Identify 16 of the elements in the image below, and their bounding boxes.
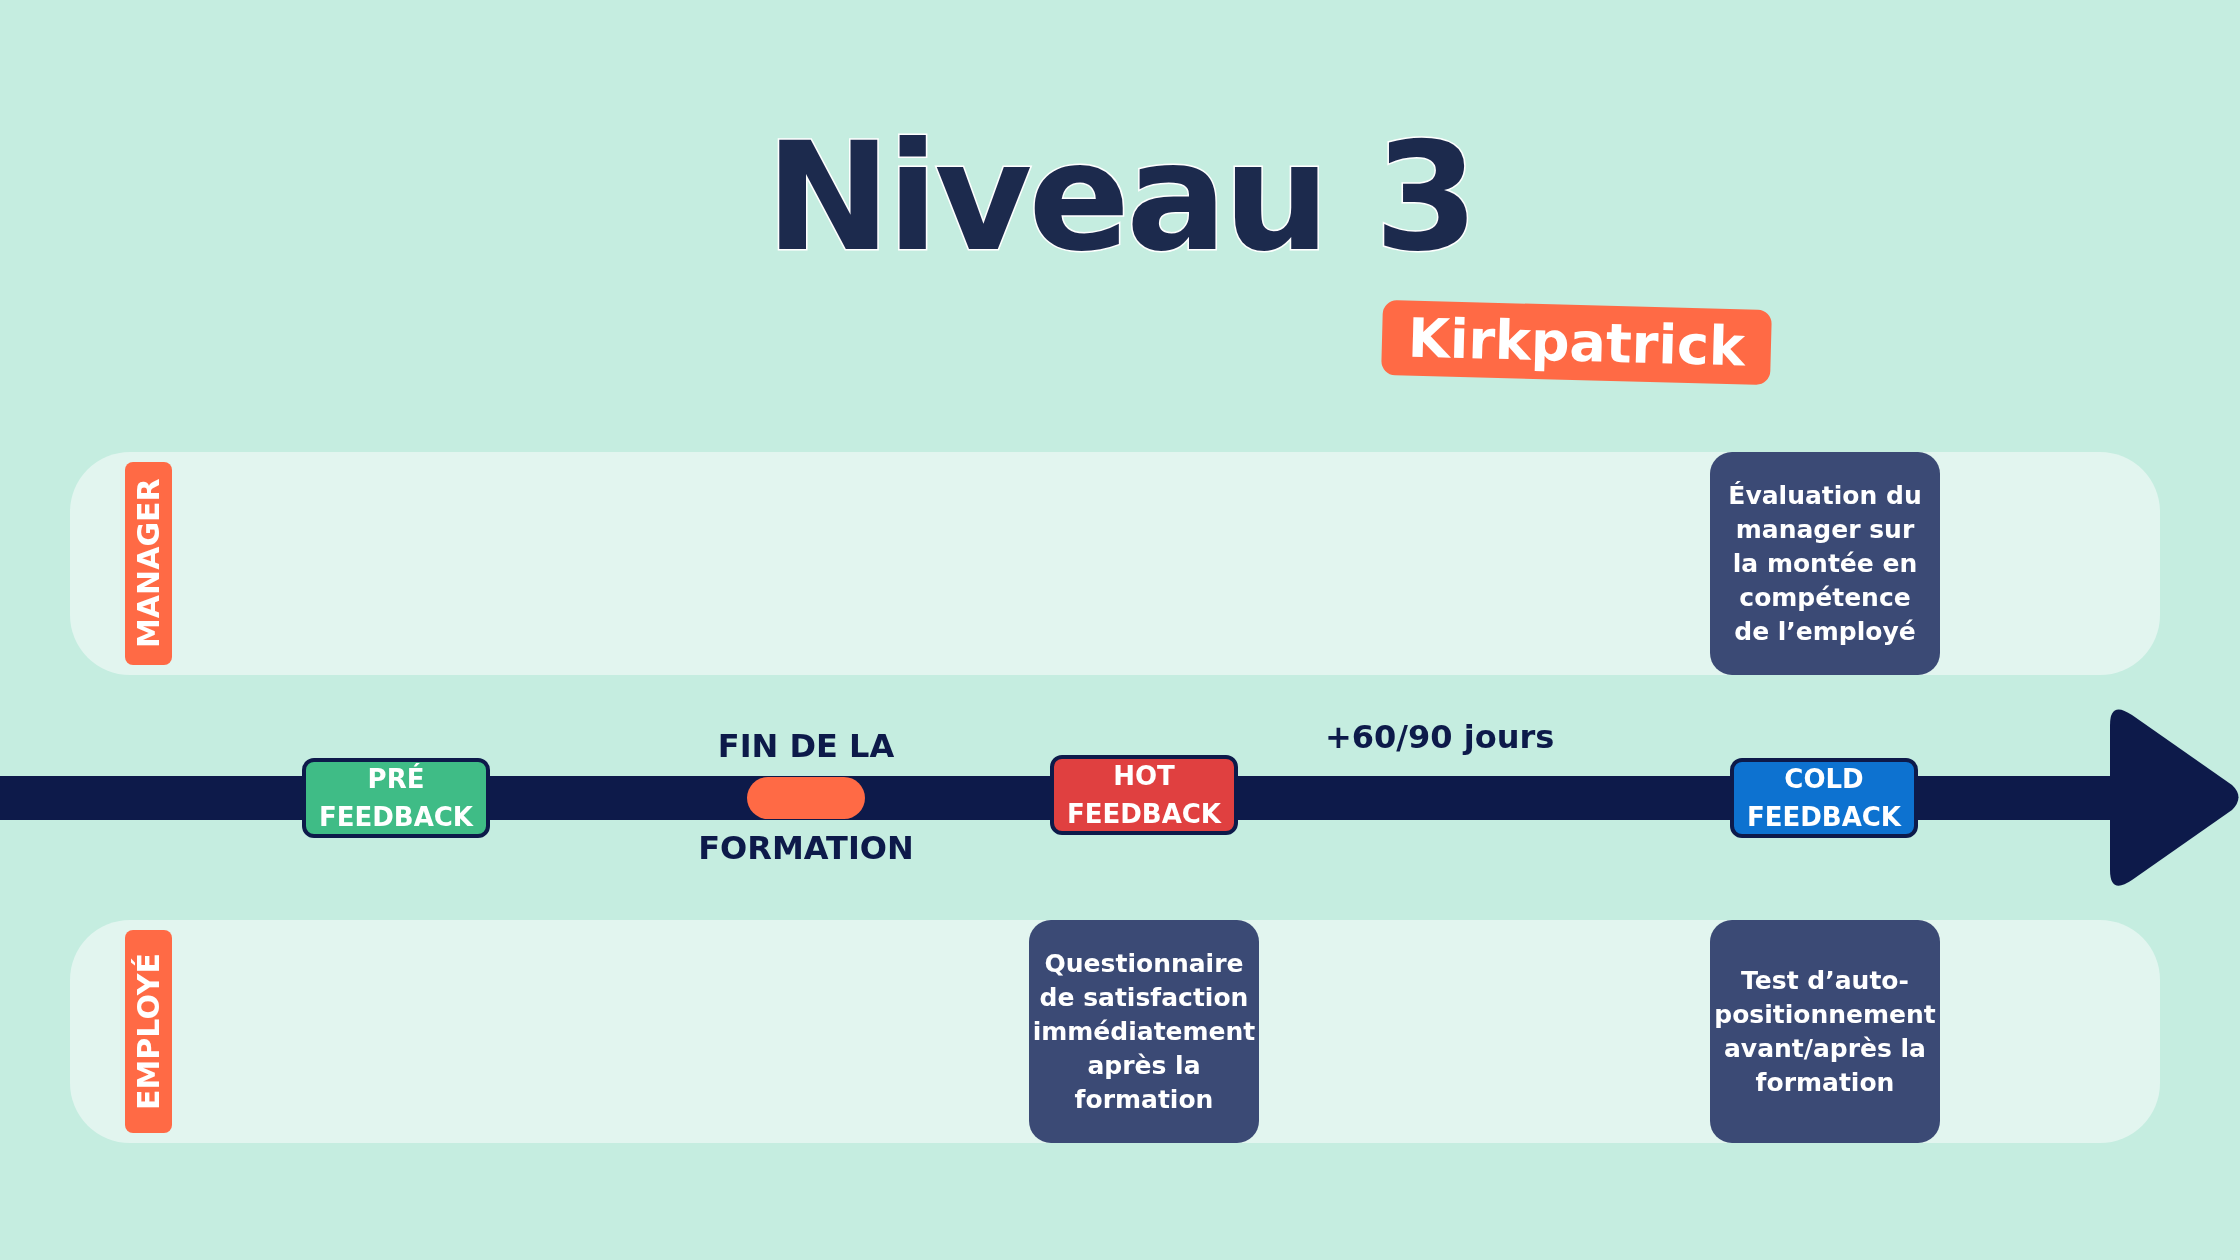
lane-label: EMPLOYÉ <box>125 930 172 1133</box>
lane-band <box>70 452 2160 675</box>
milestone-tag: COLD FEEDBACK <box>1730 758 1918 838</box>
model-badge: Kirkpatrick <box>1381 299 1772 386</box>
milestone-tag: HOT FEEDBACK <box>1050 755 1238 835</box>
duration-label: +60/90 jours <box>1325 718 1555 756</box>
text-card: Test d’auto-positionnement avant/après la formation <box>1710 920 1940 1143</box>
title: Niveau 3 <box>764 110 1476 284</box>
lane-band <box>70 920 2160 1143</box>
text-card: Évaluation du manager sur la montée en compétence de l’employé <box>1710 452 1940 675</box>
milestone-marker <box>747 777 865 819</box>
milestone-tag: PRÉ FEEDBACK <box>302 758 490 838</box>
milestone-label: FORMATION <box>698 829 914 867</box>
text-card: Questionnaire de satisfaction immédiatement après la formation <box>1029 920 1259 1143</box>
lane-label: MANAGER <box>125 462 172 665</box>
milestone-label: FIN DE LA <box>717 727 895 765</box>
